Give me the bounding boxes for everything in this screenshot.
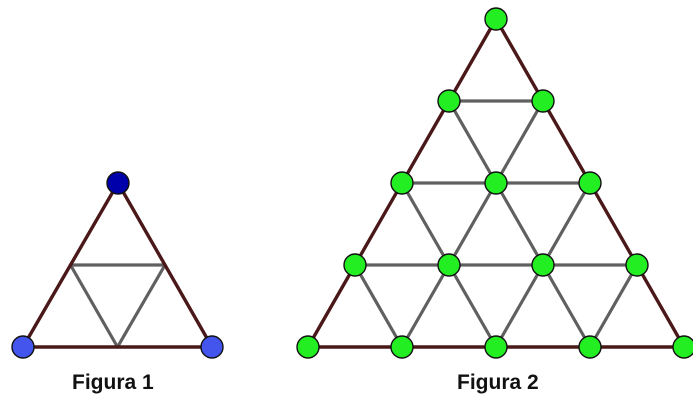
fig2-node-5 — [578, 171, 602, 195]
fig2-inner-edge-14 — [447, 263, 498, 349]
fig2-node-8 — [531, 253, 555, 277]
fig2-node-14 — [672, 335, 693, 359]
fig2-inner-edge-15 — [494, 263, 545, 349]
fig2-node-4 — [484, 171, 508, 195]
fig2-node-2 — [531, 89, 555, 113]
fig2-inner-edge-11 — [541, 181, 592, 267]
fig2-inner-edge-16 — [541, 263, 592, 349]
fig2-node-3 — [390, 171, 414, 195]
fig2-node-10 — [296, 335, 320, 359]
figure-2-triangle — [296, 7, 693, 359]
fig1-outer-triangle — [21, 181, 214, 349]
fig2-inner-edge-8 — [400, 181, 451, 267]
fig2-node-0 — [484, 7, 508, 31]
fig1-node-0 — [106, 171, 130, 195]
fig1-inner-edge-2 — [115, 263, 167, 349]
fig2-node-13 — [578, 335, 602, 359]
figure-2-caption: Figura 2 — [457, 371, 539, 394]
figure-1-nodes — [11, 171, 224, 359]
fig2-inner-edge-12 — [353, 263, 404, 349]
fig1-inner-edge-1 — [68, 263, 120, 349]
figure-1-outer-edges — [21, 181, 214, 349]
fig2-inner-edge-6 — [447, 99, 498, 185]
fig2-node-11 — [390, 335, 414, 359]
fig2-node-7 — [437, 253, 461, 277]
fig2-inner-edge-17 — [588, 263, 639, 349]
fig2-node-9 — [625, 253, 649, 277]
figure-1-inner-edges — [68, 263, 167, 349]
fig2-inner-edge-10 — [494, 181, 545, 267]
figure-2-inner-edges — [353, 99, 639, 349]
fig1-node-2 — [200, 335, 224, 359]
fig2-inner-edge-7 — [494, 99, 545, 185]
fig2-inner-edge-13 — [400, 263, 451, 349]
fig2-node-6 — [343, 253, 367, 277]
figure-2-nodes — [296, 7, 693, 359]
fig2-node-1 — [437, 89, 461, 113]
fig2-node-12 — [484, 335, 508, 359]
figure-1-caption: Figura 1 — [72, 371, 154, 394]
figure-1-triangle — [11, 171, 224, 359]
fig2-inner-edge-9 — [447, 181, 498, 267]
fig1-node-1 — [11, 335, 35, 359]
